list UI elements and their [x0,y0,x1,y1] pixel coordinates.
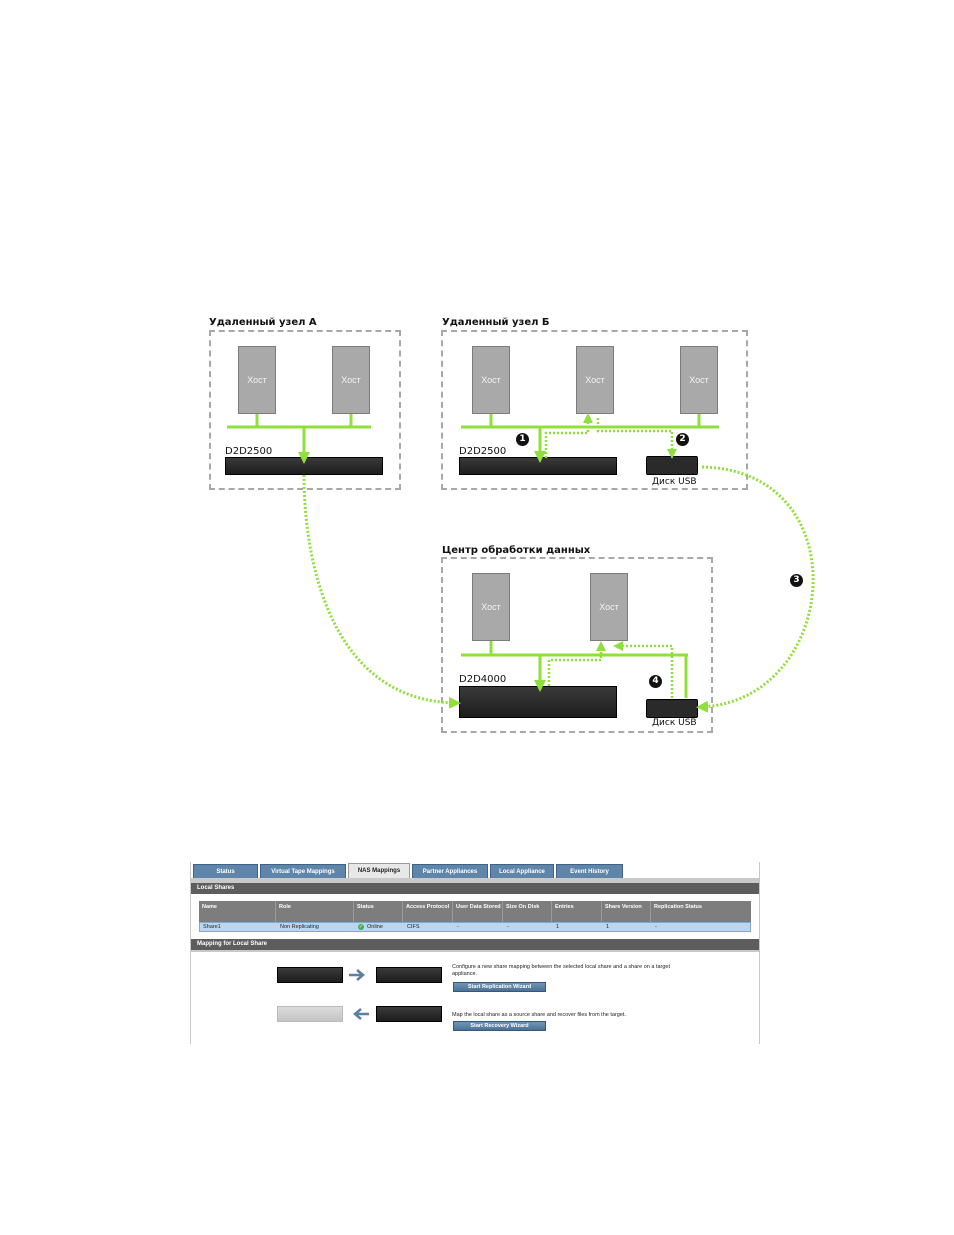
local-shares-header: Local Shares [191,883,759,894]
local-shares-table-header: Name Role Status Access Protocol User Da… [199,901,751,922]
start-replication-wizard-button[interactable]: Start Replication Wizard [453,982,546,992]
datacenter-flow-2 [613,641,674,698]
tab-bar: Status Virtual Tape Mappings NAS Mapping… [191,862,759,878]
cell-user-data-stored: - [457,924,459,930]
tab-nas-mappings[interactable]: NAS Mappings [348,863,410,878]
datacenter-usb-label: Диск USB [652,718,697,728]
site-b-host-1: Хост [472,346,510,414]
replicate-description: Configure a new share mapping between th… [452,964,671,977]
site-b-host-3: Хост [680,346,718,414]
tab-partner-appliances[interactable]: Partner Appliances [412,864,488,878]
tab-event-history[interactable]: Event History [556,864,623,878]
badge-2: 2 [676,433,689,446]
col-replication-status[interactable]: Replication Status [654,904,702,910]
site-b-host-2: Хост [576,346,614,414]
tab-underline [191,878,759,883]
online-check-icon: ✓ [358,923,364,930]
col-user-data-stored[interactable]: User Data Stored [453,901,503,922]
arrow-right-icon [349,969,365,981]
col-role[interactable]: Role [276,901,354,922]
datacenter-host-1: Хост [472,573,510,641]
mapping-header: Mapping for Local Share [191,939,759,950]
datacenter-device-label: D2D4000 [459,674,507,685]
col-share-version[interactable]: Share Version [602,901,651,922]
datacenter-bus [461,641,688,698]
arrow-left-icon [353,1008,369,1020]
mapping-divider [191,950,759,952]
badge-1: 1 [516,433,529,446]
col-status[interactable]: Status [354,901,403,922]
recover-description: Map the local share as a source share an… [452,1012,626,1018]
datacenter-box [441,557,713,733]
site-a-host-2: Хост [332,346,370,414]
cell-size-on-disk: - [507,924,509,930]
cell-replication-status: - [655,924,657,930]
start-recovery-wizard-button[interactable]: Start Recovery Wizard [453,1021,546,1031]
site-b-box [441,330,748,490]
site-b-flow-2 [596,418,677,459]
cell-access-protocol: CIFS [407,924,420,930]
cell-entries: 1 [556,924,560,930]
target-appliance-icon [376,967,442,983]
datacenter-title: Центр обработки данных [442,545,591,556]
col-access-protocol[interactable]: Access Protocol [403,901,453,922]
replication-a-to-dc [302,474,461,709]
site-a-host-1: Хост [238,346,276,414]
site-b-device-label: D2D2500 [459,446,507,457]
tab-status[interactable]: Status [193,864,258,878]
site-a-device-label: D2D2500 [225,446,273,457]
site-a-title: Удаленный узел А [209,317,317,328]
faded-appliance-icon [277,1006,343,1022]
tab-virtual-tape-mappings[interactable]: Virtual Tape Mappings [260,864,346,878]
source-appliance-icon [376,1006,442,1022]
site-b-title: Удаленный узел Б [442,317,550,328]
datacenter-flow-1 [547,641,606,686]
site-a-bus [227,414,371,429]
site-a-box [209,330,401,490]
col-entries[interactable]: Entries [552,901,602,922]
usb-transport-b-to-dc [696,465,815,713]
badge-4: 4 [649,675,662,688]
cell-name: Share1 [203,924,221,930]
local-appliance-icon [277,967,343,983]
cell-status: ✓Online [355,923,404,932]
site-b-bus [461,414,719,429]
cell-status-text: Online [367,924,383,930]
cell-role: Non Replicating [280,924,319,930]
datacenter-host-2: Хост [590,573,628,641]
col-size-on-disk[interactable]: Size On Disk [503,901,552,922]
badge-3: 3 [790,574,803,587]
tab-local-appliance[interactable]: Local Appliance [490,864,554,878]
table-row[interactable]: Share1 Non Replicating ✓Online CIFS - - … [199,922,751,932]
site-b-flow-1 [544,413,593,458]
site-b-usb-label: Диск USB [652,477,697,487]
col-name[interactable]: Name [199,901,276,922]
cell-share-version: 1 [606,924,610,930]
nas-mappings-panel: Status Virtual Tape Mappings NAS Mapping… [190,862,760,1044]
